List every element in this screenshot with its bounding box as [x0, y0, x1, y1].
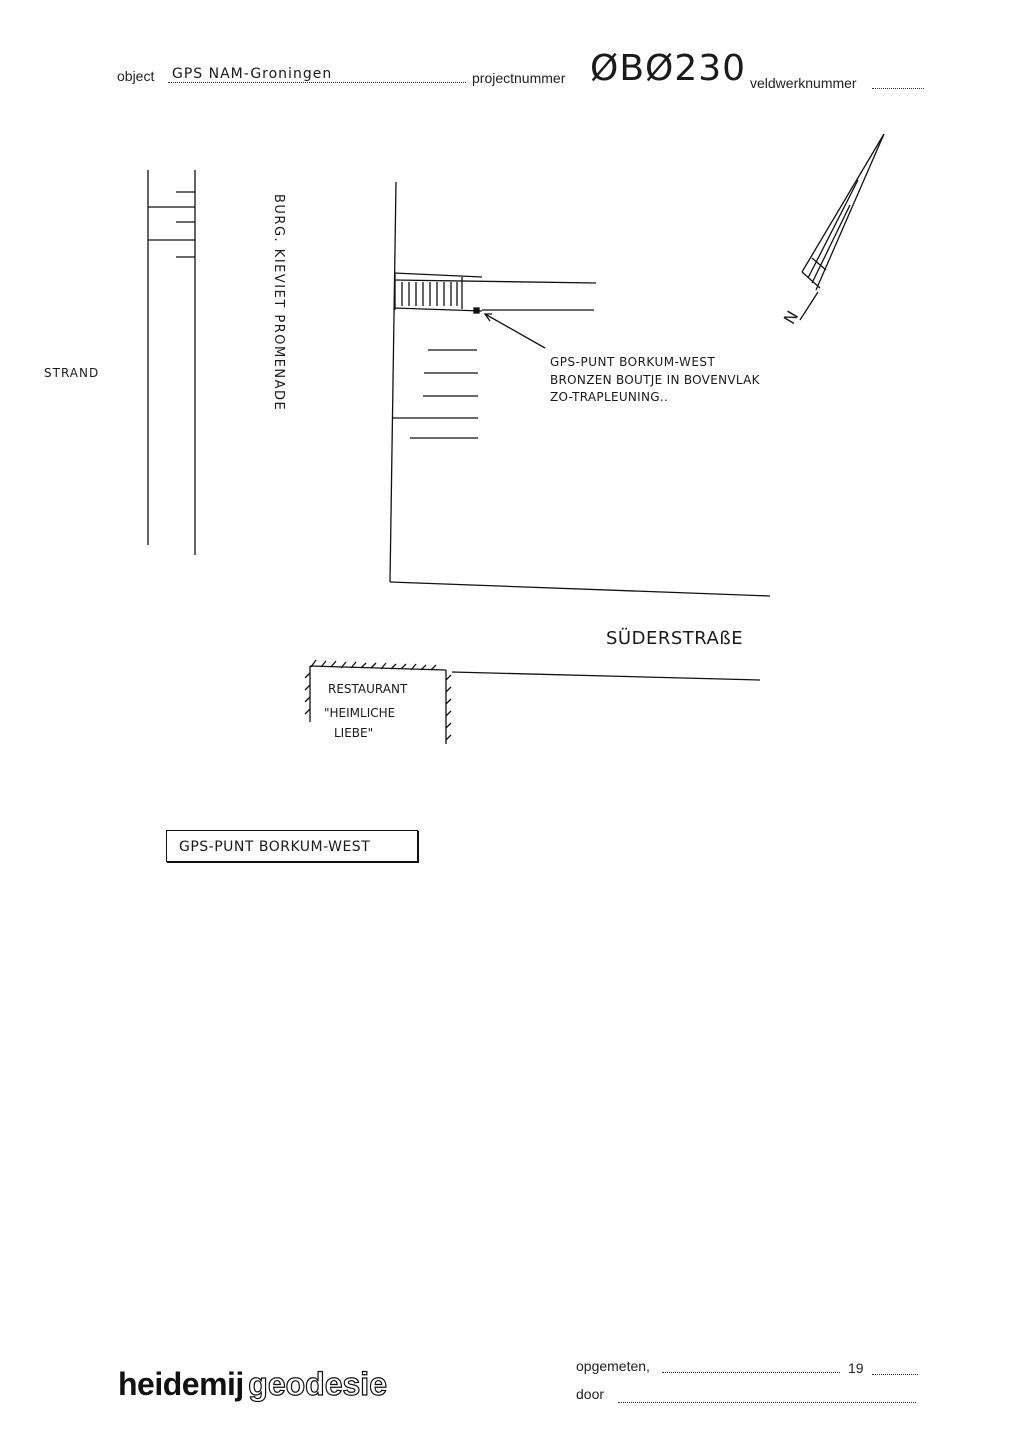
restaurant-line2: "HEIMLICHE [324, 706, 396, 720]
restaurant-outline [304, 659, 452, 744]
object-value: GPS NAM-Groningen [172, 66, 333, 82]
gps-marker [473, 307, 480, 314]
measured-date-line [662, 1372, 840, 1373]
field-number-label: veldwerknummer [750, 75, 857, 91]
stair-top-2 [393, 279, 597, 284]
restaurant-line1: RESTAURANT [328, 682, 408, 696]
north-arrow-icon [799, 133, 885, 321]
brand-secondary: geodesie [248, 1365, 388, 1402]
gps-pointer-arrow [484, 313, 546, 349]
gps-note-line3: ZO-TRAPLEUNING.. [550, 390, 669, 404]
promenade-label: BURG. KIEVIET PROMENADE [271, 194, 286, 412]
year-line [872, 1374, 918, 1375]
stair-bottom [393, 307, 483, 312]
project-number-label: projectnummer [472, 70, 566, 86]
brand-primary: heidemij [118, 1366, 244, 1402]
gps-pointer-arrowhead [483, 313, 492, 322]
stair-top [393, 272, 483, 278]
street-edge [451, 671, 761, 681]
restaurant-line3: LIEBE" [334, 726, 374, 740]
object-label: object [117, 68, 155, 84]
by-label: door [576, 1386, 605, 1402]
gps-point-title-box: GPS-PUNT BORKUM-WEST [166, 830, 418, 862]
building-south-wall [389, 581, 771, 597]
strand-label: STRAND [44, 366, 100, 380]
street-label: SÜDERSTRAßE [606, 628, 744, 649]
gps-note-line2: BRONZEN BOUTJE IN BOVENVLAK [550, 373, 760, 387]
stair-treads [401, 282, 458, 306]
project-number-value: ØBØ230 [590, 48, 747, 89]
by-line [618, 1402, 916, 1403]
field-number-line [872, 88, 924, 89]
gps-note-line1: GPS-PUNT BORKUM-WEST [550, 355, 716, 369]
year-prefix: 19 [848, 1360, 864, 1376]
object-field-line [168, 82, 466, 83]
measured-label: opgemeten, [576, 1358, 650, 1374]
company-logo: heidemij geodesie [118, 1365, 388, 1403]
building-west-wall [389, 181, 397, 583]
